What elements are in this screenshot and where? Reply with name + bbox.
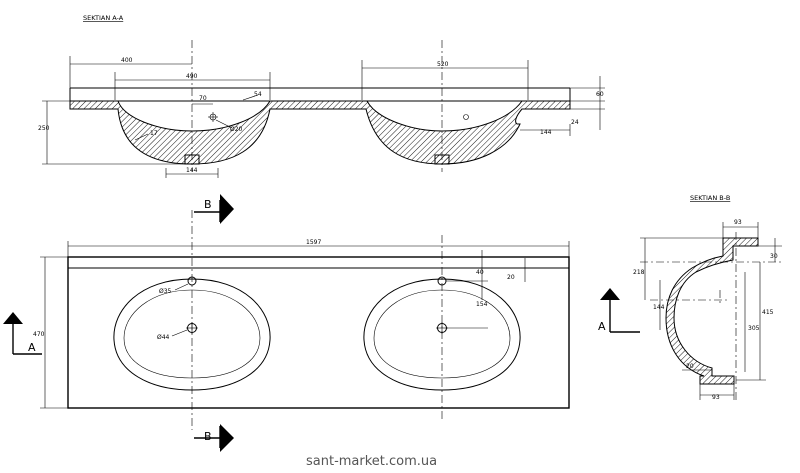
dim-bb-93-bottom: 93 <box>712 394 720 401</box>
dim-aa-54: 54 <box>254 91 262 98</box>
dim-plan-40: 40 <box>476 269 484 276</box>
dim-aa-17: 17 <box>150 130 158 137</box>
dim-aa-24: 24 <box>571 119 579 126</box>
dim-plan-d35: Ø35 <box>159 288 172 295</box>
dim-plan-20: 20 <box>507 274 515 281</box>
dim-bb-93-top: 93 <box>734 219 742 226</box>
cut-marker-a-right: A <box>598 288 640 333</box>
dim-bb-144: 144 <box>653 304 665 311</box>
dim-aa-144-left: 144 <box>186 167 198 174</box>
section-aa-slab <box>69 100 571 165</box>
dim-bb-30: 30 <box>770 253 778 260</box>
plan-outline <box>67 256 570 409</box>
dim-bb-218: 218 <box>633 269 645 276</box>
dim-aa-144-right: 144 <box>540 129 552 136</box>
watermark: sant-market.com.ua <box>306 454 437 469</box>
section-bb-title: SEKTIAN B-B <box>690 194 730 202</box>
dim-aa-400: 400 <box>121 57 133 64</box>
cut-label-a-left: A <box>28 341 36 354</box>
cut-label-a-right: A <box>598 320 606 333</box>
cut-marker-a-left: A <box>3 312 42 355</box>
dim-plan-470: 470 <box>33 331 45 338</box>
section-bb-profile <box>665 237 759 385</box>
cut-marker-b-top: B <box>194 194 234 224</box>
dim-aa-250: 250 <box>38 125 50 132</box>
dim-plan-d44: Ø44 <box>157 334 170 341</box>
dim-aa-d20: Ø20 <box>230 126 243 133</box>
section-bb: SEKTIAN B-B 93 30 218 144 415 305 20 <box>598 194 782 401</box>
cut-label-b-top: B <box>204 198 212 211</box>
section-aa-title: SEKTIAN A-A <box>83 14 124 22</box>
dim-plan-154: 154 <box>476 301 488 308</box>
dim-aa-60: 60 <box>596 91 604 98</box>
cut-label-b-bottom: B <box>204 430 212 443</box>
dim-aa-490: 490 <box>186 73 198 80</box>
dim-bb-20: 20 <box>686 363 694 370</box>
dim-bb-415: 415 <box>762 309 774 316</box>
dim-aa-70: 70 <box>199 95 207 102</box>
section-aa: SEKTIAN A-A 400 490 520 7 <box>38 14 605 178</box>
dim-aa-520: 520 <box>437 61 449 68</box>
cut-marker-b-bottom: B <box>194 424 234 452</box>
dim-plan-1597: 1597 <box>306 239 321 246</box>
dim-bb-305: 305 <box>748 325 760 332</box>
plan-view: 1597 470 Ø35 Ø44 40 20 154 B <box>3 194 570 452</box>
